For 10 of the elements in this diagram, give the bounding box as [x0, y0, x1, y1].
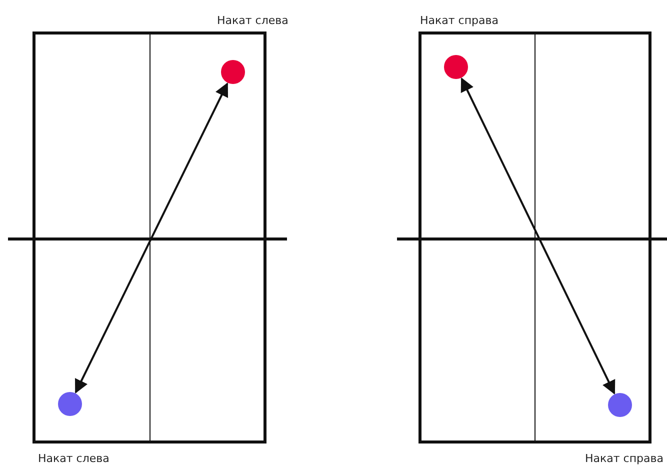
ball [221, 60, 245, 84]
ball [444, 55, 468, 79]
double-arrow [460, 77, 616, 395]
stroke-label: Накат слева [217, 14, 288, 27]
ball [58, 392, 82, 416]
stroke-label: Накат справа [420, 14, 498, 27]
stroke-label: Накат справа [585, 452, 664, 465]
ball [608, 393, 632, 417]
double-arrow [74, 82, 228, 394]
stroke-label: Накат слева [38, 452, 110, 465]
